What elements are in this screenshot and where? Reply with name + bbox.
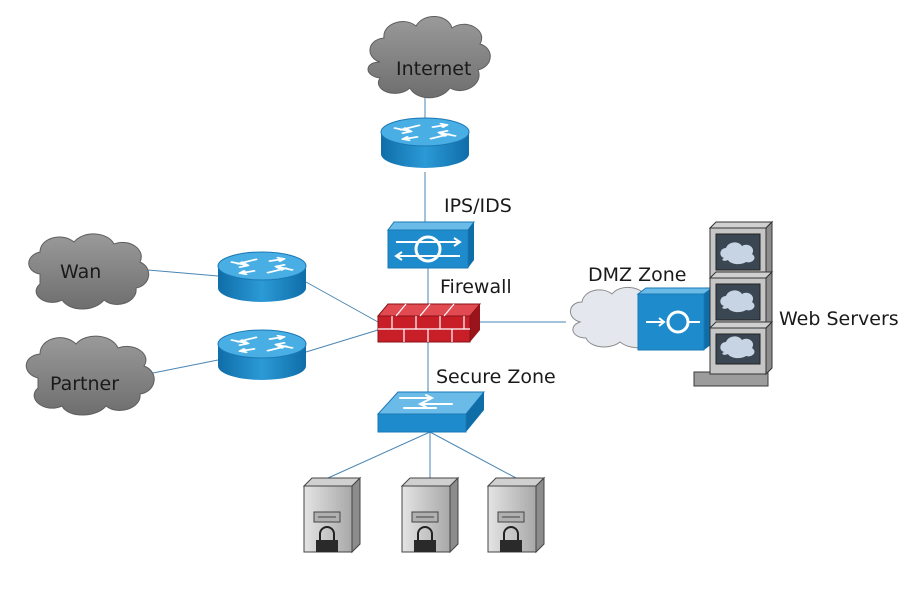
wan-router-icon [217, 251, 307, 302]
link-router-firewall-bottom [305, 329, 379, 353]
partner-cloud-icon [25, 335, 155, 416]
secure-server-2-icon [400, 476, 460, 554]
links [147, 96, 566, 479]
web-server-2-icon [708, 270, 774, 332]
link-wan-router [147, 269, 219, 277]
link-switch-server-1 [327, 431, 431, 479]
link-router-firewall-top [305, 281, 379, 323]
firewall-label: Firewall [440, 276, 512, 298]
partner-router-icon [217, 329, 307, 380]
dmz-zone-label: DMZ Zone [588, 264, 687, 286]
internet-label: Internet [396, 58, 472, 80]
ips-ids-label: IPS/IDS [444, 195, 512, 217]
web-server-3-icon [708, 320, 774, 376]
wan-label: Wan [60, 261, 102, 283]
firewall-icon [376, 303, 482, 343]
wan-cloud-icon [28, 233, 150, 310]
web-servers-icon [693, 220, 774, 387]
secure-zone-switch-icon [376, 391, 486, 433]
partner-label: Partner [50, 373, 120, 395]
secure-server-1-icon [302, 476, 362, 554]
link-switch-server-3 [429, 431, 517, 479]
secure-zone-label: Secure Zone [436, 366, 556, 388]
dmz-device-icon [636, 287, 714, 351]
ips-ids-icon [387, 221, 475, 269]
link-partner-router [147, 359, 219, 375]
internet-cloud-icon [367, 16, 491, 99]
secure-server-3-icon [486, 476, 546, 554]
web-servers-label: Web Servers [779, 308, 899, 330]
web-server-1-icon [708, 220, 774, 282]
internet-router-icon [380, 117, 470, 168]
